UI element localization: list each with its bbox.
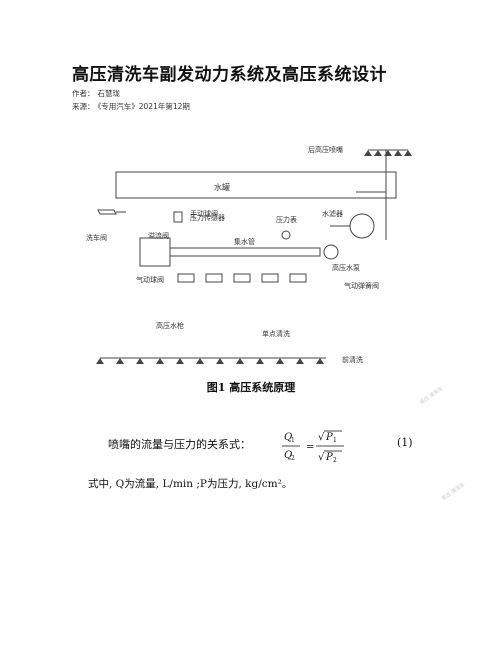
pressure-gauge	[281, 230, 291, 240]
q2-symbol: Q	[284, 450, 292, 461]
author-line: 作者：石慧珑	[72, 88, 120, 99]
author-name: 石慧珑	[97, 89, 121, 98]
article-title: 高压清洗车副发动力系统及高压系统设计	[72, 65, 387, 85]
hp-pump-label: 高压水泵	[332, 263, 360, 272]
sqrt-sign-bottom: √	[318, 452, 325, 463]
manifold	[169, 247, 321, 257]
system-diagram: 后高压喷嘴 水罐 水滤器 洗车阀 手动球阀 溢流阀 压力传感器 压力表 集水管 …	[86, 140, 416, 405]
hose-reel-label: 高压水枪	[156, 321, 184, 330]
gas-valve-label: 气动球阀	[136, 275, 164, 284]
gas-valves	[177, 273, 307, 283]
equation-formula: Q 1 Q 2 = √ P 1 √ P 2	[282, 430, 344, 464]
q2-subscript: 2	[291, 455, 295, 462]
pressure-gauge-label: 压力表	[276, 215, 297, 224]
author-label: 作者：	[72, 89, 95, 98]
equation-explanation: 式中, Q为流量, L/min ;P为压力, kg/cm²。	[88, 478, 293, 490]
water-tank-label: 水罐	[214, 182, 230, 192]
sqrt-sign-top: √	[318, 432, 325, 443]
water-filter-label: 水滤器	[322, 209, 343, 218]
rear-spray-label: 后高压喷嘴	[308, 145, 343, 154]
source-line: 来源：《专用汽车》2021年第12期	[72, 101, 190, 112]
pressure-sensor-label: 压力传感器	[190, 213, 225, 222]
equation-row: 喷嘴的流量与压力的关系式： Q 1 Q 2 = √ P 1 √ P 2 (1)	[108, 426, 438, 466]
single-spray-label: 单点清洗	[262, 329, 290, 338]
equation-number: (1)	[397, 436, 413, 449]
manual-valve	[173, 211, 183, 223]
water-filter	[349, 213, 375, 239]
q1-symbol: Q	[284, 432, 292, 443]
front-spray-nozzles	[96, 358, 324, 364]
figure-caption: 图1 高压系统原理	[206, 381, 296, 394]
pneumatic-valve-label: 气动弹簧阀	[344, 281, 379, 290]
overflow-valve-label: 溢流阀	[148, 231, 169, 240]
p1-subscript: 1	[333, 437, 337, 444]
overflow-valve	[139, 237, 171, 267]
water-tank	[115, 171, 397, 199]
rear-spray-nozzles	[364, 150, 412, 156]
equals-sign: =	[306, 442, 314, 453]
diagram-svg: 后高压喷嘴 水罐 水滤器 洗车阀 手动球阀 溢流阀 压力传感器 压力表 集水管 …	[86, 145, 412, 364]
source-label: 来源：	[72, 102, 95, 111]
p1-symbol: P	[325, 432, 333, 443]
front-wash-label: 前清洗	[342, 355, 363, 364]
q1-subscript: 1	[291, 437, 295, 444]
pump-drive	[97, 209, 117, 215]
equation-label: 喷嘴的流量与压力的关系式：	[108, 438, 251, 451]
p2-subscript: 2	[333, 457, 337, 464]
p2-symbol: P	[325, 452, 333, 463]
manifold-label: 集水管	[234, 237, 255, 246]
manual-valve-label: 手动球阀	[190, 209, 218, 218]
source-name: 《专用汽车》2021年第12期	[97, 102, 190, 111]
hp-pump	[323, 244, 339, 260]
pump-drive-label: 洗车阀	[86, 233, 107, 242]
watermark: 高压·清洗车	[440, 481, 467, 502]
